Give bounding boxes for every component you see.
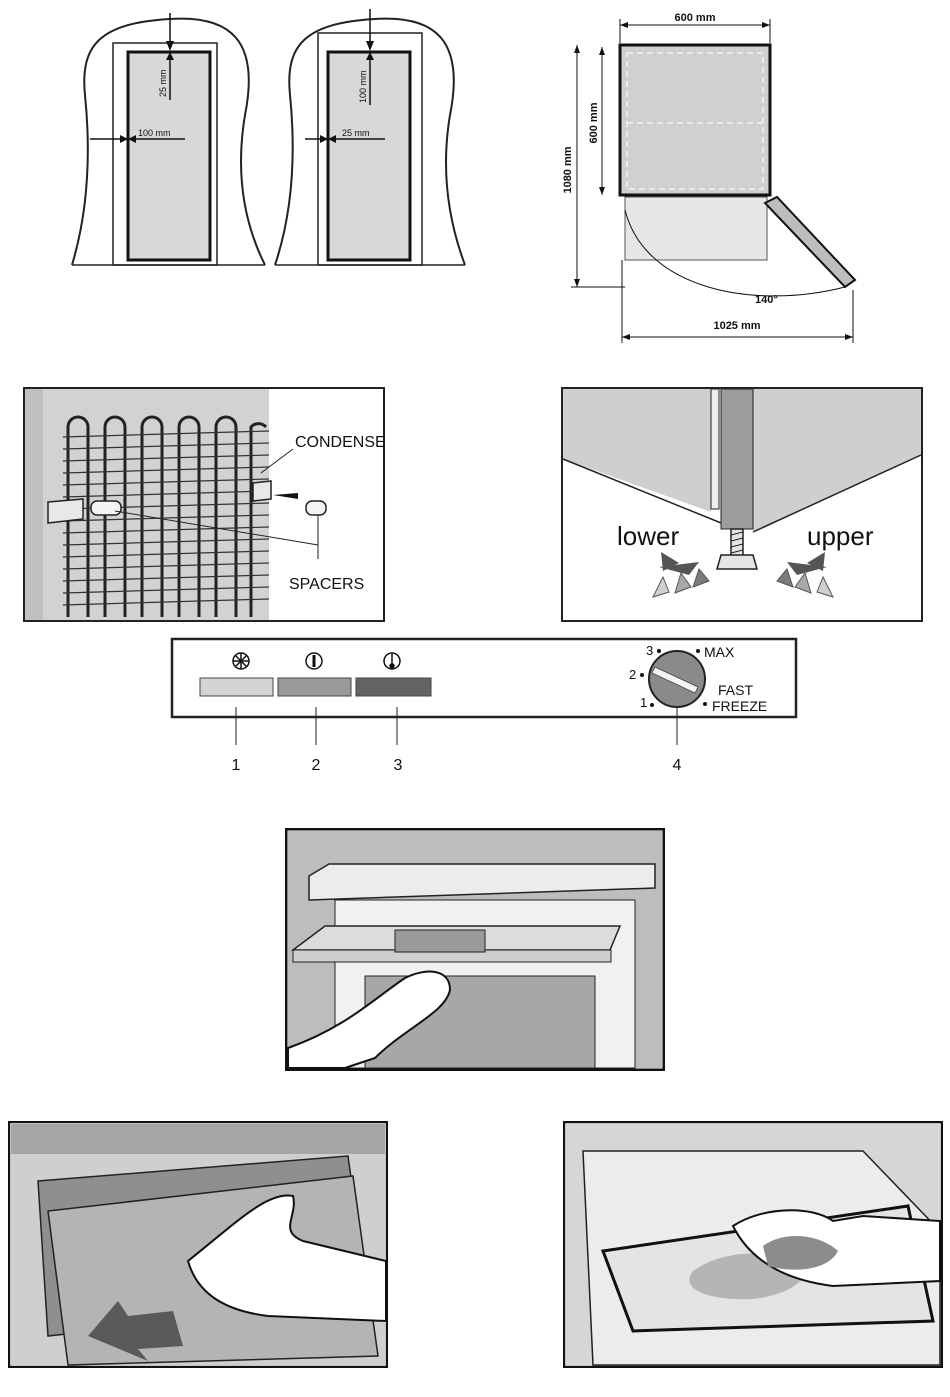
- left-top-gap: 25 mm: [158, 69, 168, 97]
- dial-position-1: 1: [640, 695, 647, 710]
- light-3-number: 3: [394, 757, 403, 774]
- dial-freeze-label: FREEZE: [712, 698, 767, 714]
- clearance-figure: 25 mm 100 mm 100 mm 25 mm: [60, 5, 480, 280]
- light-1-number: 1: [232, 757, 241, 774]
- right-side-gap: 25 mm: [342, 128, 370, 138]
- upper-label: upper: [807, 521, 874, 551]
- open-depth-label: 1025 mm: [713, 320, 760, 332]
- cleaning-illustration: [563, 1121, 943, 1368]
- basket-illustration: [285, 828, 665, 1071]
- depth-label: 600 mm: [588, 102, 600, 143]
- condenser-figure: CONDENSER SPACERS: [23, 387, 385, 622]
- right-top-gap: 100 mm: [358, 70, 368, 103]
- feet-figure: lower upper: [561, 387, 923, 622]
- control-panel-figure: 1 2 3 4 1 2 3 MAX FAST FREEZE: [170, 637, 800, 777]
- indicator-light-3: [356, 678, 431, 696]
- indicator-light-1: [200, 678, 273, 696]
- dimensions-figure: 600 mm 600 mm 1080 mm 140° 1025 mm: [555, 5, 865, 345]
- indicator-light-2: [278, 678, 351, 696]
- drawer-illustration: [8, 1121, 388, 1368]
- dial-max-label: MAX: [704, 644, 735, 660]
- width-label: 600 mm: [675, 12, 716, 24]
- snowflake-icon: [233, 653, 249, 669]
- dial-number: 4: [673, 757, 682, 774]
- spacers-label: SPACERS: [289, 576, 364, 593]
- condenser-label: CONDENSER: [295, 434, 385, 451]
- dial-position-3: 3: [646, 643, 653, 658]
- dial-fast-label: FAST: [718, 682, 753, 698]
- left-side-gap: 100 mm: [138, 128, 171, 138]
- light-2-number: 2: [312, 757, 321, 774]
- dial-position-2: 2: [629, 667, 636, 682]
- lower-label: lower: [617, 521, 679, 551]
- height-label: 1080 mm: [562, 146, 574, 193]
- angle-label: 140°: [755, 294, 778, 306]
- thermostat-dial[interactable]: [649, 651, 705, 707]
